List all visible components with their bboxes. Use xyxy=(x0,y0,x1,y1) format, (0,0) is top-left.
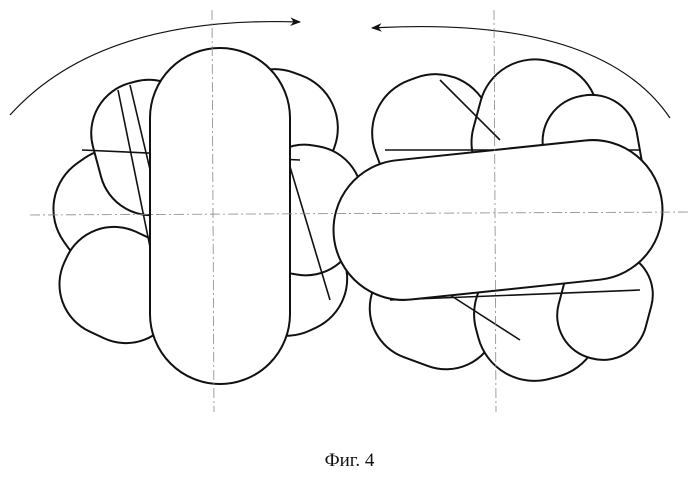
right-rotor xyxy=(327,47,670,394)
left-rotor xyxy=(31,48,370,384)
figure-caption: Фиг. 4 xyxy=(0,450,699,472)
left-rotor-capsule xyxy=(150,48,290,384)
